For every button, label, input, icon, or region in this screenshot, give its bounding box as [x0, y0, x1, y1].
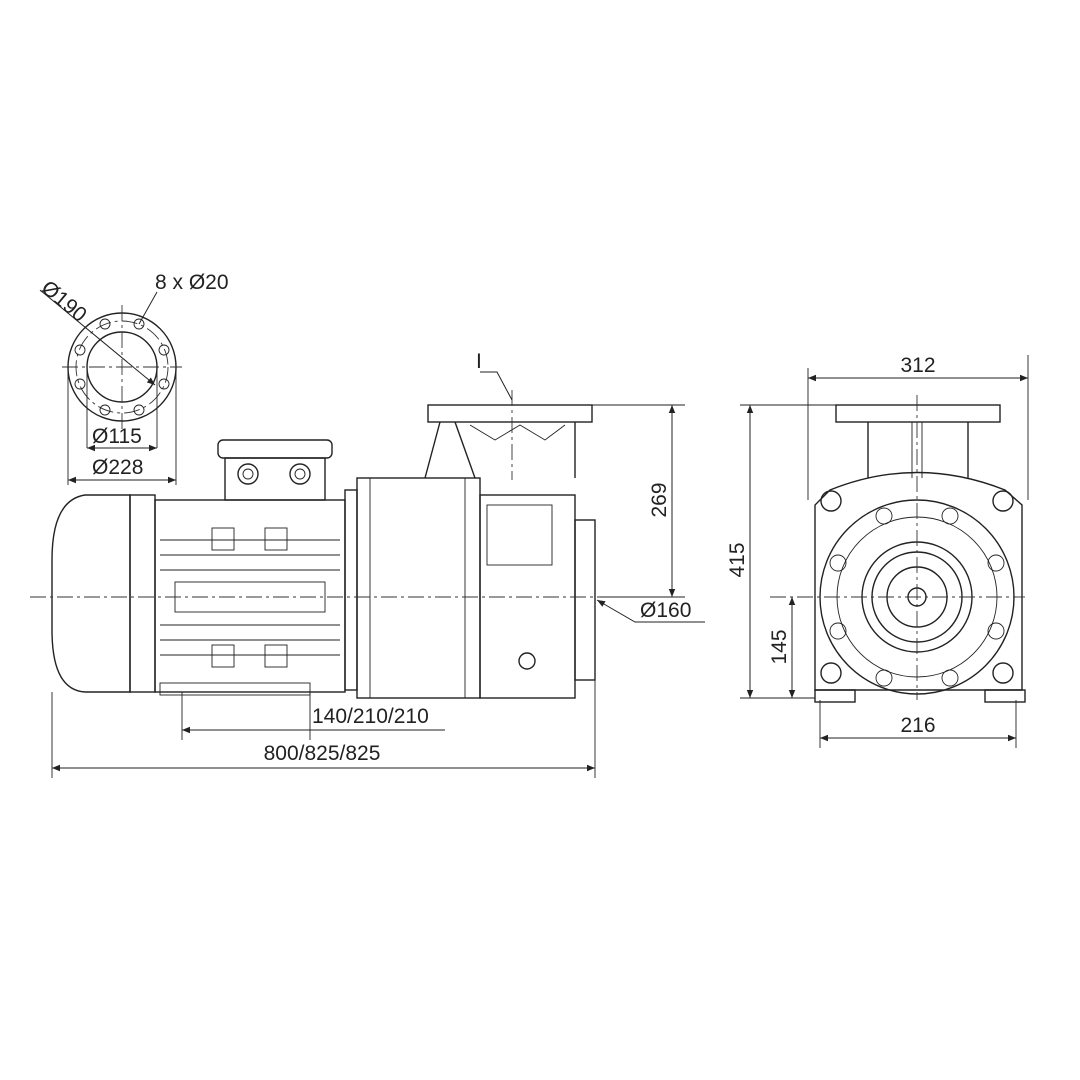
front-bolt-holes — [829, 507, 1005, 687]
section-leader — [480, 371, 513, 401]
terminal-box — [224, 457, 326, 501]
overall-height-label: 415 — [726, 542, 749, 577]
casing-corner-bolts — [820, 490, 1014, 684]
overall-length-label: 800/825/825 — [264, 742, 381, 765]
foot-spacing-label: 140/210/210 — [312, 705, 429, 728]
inner-diameter-label: Ø115 — [92, 425, 142, 448]
cable-gland — [289, 463, 311, 485]
mounting-foot — [814, 689, 856, 703]
outlet-flange — [427, 404, 593, 423]
front-view: 312 415 145 216 — [726, 354, 1029, 748]
fan-cover — [51, 494, 131, 693]
front-casing — [814, 471, 1023, 691]
motor-cooling-fins — [159, 527, 340, 696]
section-marker: I — [476, 350, 482, 373]
pump-casing — [356, 477, 481, 699]
outlet-height-label: 269 — [648, 482, 671, 517]
pump-bracket — [479, 494, 576, 699]
mounting-foot — [984, 689, 1026, 703]
terminal-box-lid — [217, 439, 333, 459]
cable-gland — [237, 463, 259, 485]
flange-detail: Ø190 8 x Ø20 Ø115 Ø228 — [37, 271, 229, 485]
flange-width-label: 312 — [900, 354, 935, 377]
bolt-holes — [74, 318, 170, 416]
outer-diameter-label: Ø228 — [92, 456, 143, 479]
drain-plug — [518, 652, 536, 670]
side-view: I 269 Ø160 140/210/210 800/825/825 — [30, 350, 705, 778]
motor-body — [154, 499, 346, 693]
inlet-diameter-leader — [596, 599, 705, 623]
shaft-height-label: 145 — [768, 629, 791, 664]
front-outlet-neck — [867, 422, 969, 478]
front-outlet-flange — [835, 404, 1001, 423]
foot-width-label: 216 — [900, 714, 935, 737]
inlet-diameter-label: Ø160 — [640, 599, 691, 622]
nameplate — [486, 504, 553, 566]
motor-flange — [344, 489, 358, 691]
bolt-circle-label: Ø190 — [37, 276, 91, 327]
inlet-cover — [574, 519, 596, 681]
fan-cover-rim — [129, 494, 156, 693]
bolt-holes-label: 8 x Ø20 — [155, 271, 229, 294]
outlet-neck — [424, 421, 576, 479]
